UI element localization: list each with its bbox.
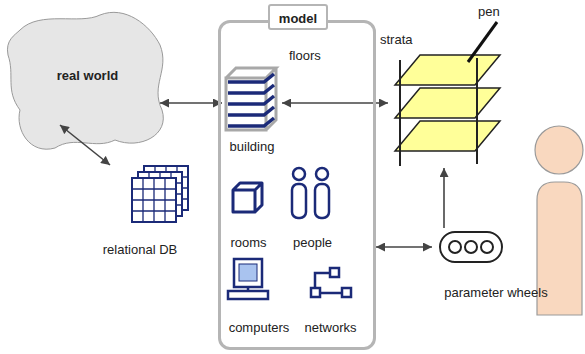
database-node: relational DB [88,165,192,257]
node-label: model [268,4,328,30]
building-node: buildingfloors [222,60,282,154]
computer-icon [228,259,268,299]
node-label: relational DB [103,242,177,257]
connector-arrow [443,168,445,228]
icon-node: networks [301,262,359,335]
icon-node: people [285,163,340,250]
model-container: modelbuildingfloorsroomspeoplecomputersn… [218,20,376,350]
icon-node: computers [221,255,297,335]
node-label: people [293,235,332,250]
network-icon [311,268,351,297]
node-label: real world [57,68,118,83]
node-label: building [230,139,275,154]
control-node: parameter wheels [432,228,560,300]
node-label: computers [229,320,290,335]
node-label: parameter wheels [444,285,547,300]
node-label: networks [304,320,356,335]
pen-icon [468,22,497,62]
connector-arrow [282,102,388,104]
building-icon [226,68,276,130]
real-world-cloud [7,12,163,149]
node-label: strata [380,32,413,47]
room-icon [233,183,262,212]
people-icon [292,168,329,218]
node-label: rooms [230,235,266,250]
icon-node: rooms [225,178,272,250]
database-icon [132,166,188,222]
strata-icon [395,55,500,166]
connector-arrow [60,125,110,165]
part-label: pen [478,4,500,19]
strata-node: strata [388,50,505,168]
parameter-wheels-icon [440,232,502,262]
connector-arrow [160,102,222,104]
node-label: floors [289,48,321,63]
cloud-node: real world [15,25,160,125]
connector-arrow [376,246,432,248]
